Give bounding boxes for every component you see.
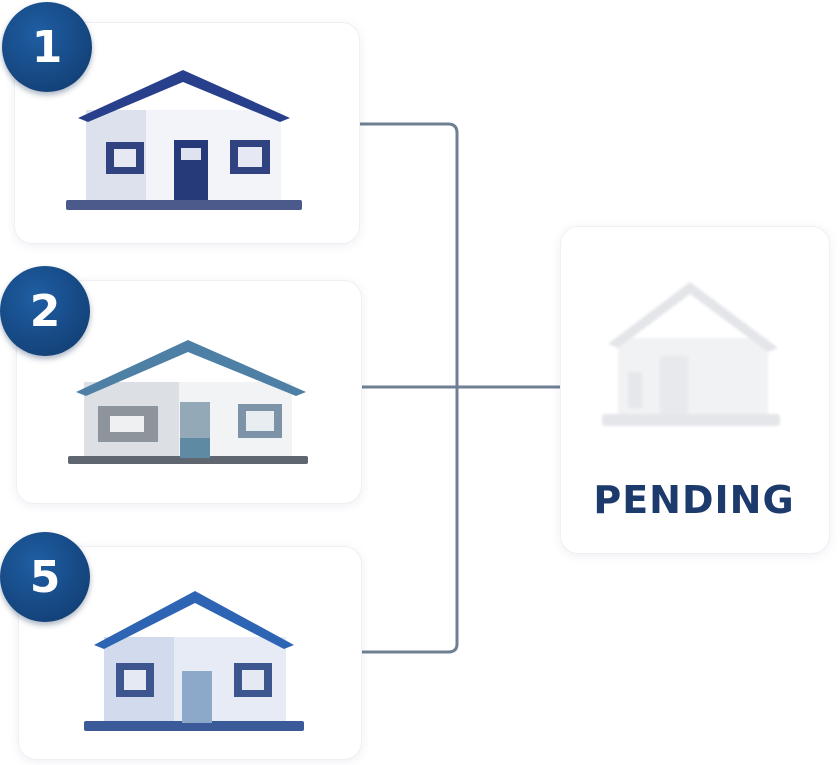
house-icon <box>68 340 308 464</box>
house-icon <box>84 591 304 731</box>
step-badge-1: 1 <box>2 2 92 92</box>
pending-label: PENDING <box>593 478 795 522</box>
step-badge-2: 2 <box>0 266 90 356</box>
house-icon <box>66 70 302 210</box>
faded-house-icon <box>602 282 780 426</box>
step-badge-5: 5 <box>0 532 90 622</box>
